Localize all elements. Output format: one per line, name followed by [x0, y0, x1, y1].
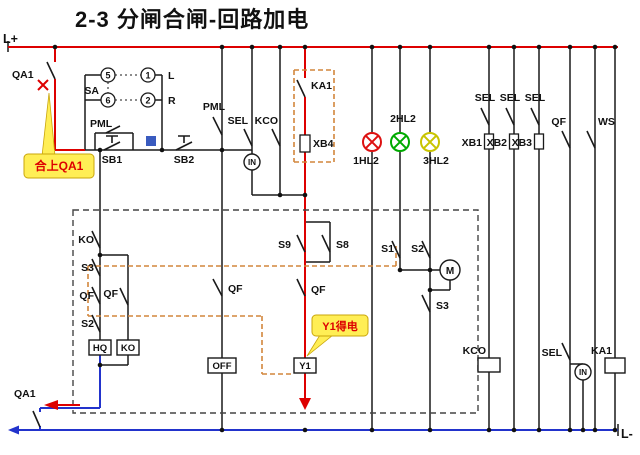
s3-right-label: S3 [436, 300, 449, 312]
callout-y1-box [311, 314, 369, 337]
selector-contact-6: 6 [105, 96, 110, 106]
qf-branch-label: QF [103, 288, 118, 300]
coil-ka1-label: KA1 [591, 345, 612, 357]
s2-left-label: S2 [81, 318, 94, 330]
selector-contact-1: 1 [145, 71, 150, 81]
coil-hq-label: HQ [93, 343, 107, 354]
s2-right-label: S2 [411, 243, 424, 255]
negative-rail-left-arrow [8, 425, 19, 435]
page-title: 2-3 分闸合闸-回路加电 [75, 7, 309, 32]
wiring-positive-red [8, 46, 618, 402]
coil-off [207, 357, 237, 374]
linkage-dashed-orange [87, 69, 397, 375]
selector-sa-label: SA [84, 85, 99, 97]
mechanism-enclosure-dashed-box [72, 209, 479, 414]
qf-topright-label: QF [551, 116, 566, 128]
terminal-xb2 [508, 133, 520, 150]
xb2-label: XB2 [487, 137, 508, 149]
sel-right3-label: SEL [525, 92, 546, 104]
sel-top-label: SEL [228, 115, 249, 127]
xb1-label: XB1 [462, 137, 483, 149]
in-meter-bottom [574, 363, 592, 381]
callout-close-qa1-pointer [41, 92, 56, 157]
selector-dir-r: R [168, 95, 176, 107]
terminal-xb4 [299, 134, 311, 153]
s3-left-label: S3 [81, 262, 94, 274]
coil-kco-label: KCO [463, 345, 486, 357]
in-meter-top [243, 153, 261, 171]
terminal-blocks [299, 133, 545, 153]
coil-boxes [88, 339, 626, 374]
lamp-2hl2-label: 2HL2 [390, 113, 416, 125]
xb3-label: XB3 [512, 137, 533, 149]
pml-parallel-label: PML [90, 118, 113, 130]
ws-label: WS [598, 116, 615, 128]
rail-negative-label: L- [621, 427, 633, 441]
s1-label: S1 [381, 243, 394, 255]
junction-dots [52, 44, 618, 433]
in-top-label: IN [248, 158, 256, 167]
round-devices [243, 153, 592, 381]
callout-y1-energized: Y1得电 [306, 314, 369, 357]
selector-contact-2: 2 [145, 96, 150, 106]
motor-m-label: M [446, 266, 454, 277]
motor-m [439, 259, 461, 281]
callout-close-qa1-box [23, 153, 95, 179]
callout-y1-text: Y1得电 [322, 319, 357, 333]
rail-positive-label: L+ [3, 32, 18, 46]
lamp-3hl2 [420, 132, 440, 152]
breaker-qa1-top-label: QA1 [12, 69, 34, 81]
selector-contact-5: 5 [105, 71, 110, 81]
in-bottom-label: IN [579, 368, 587, 377]
callout-close-qa1: 合上QA1 [23, 92, 95, 179]
callout-close-qa1-text: 合上QA1 [35, 158, 84, 173]
lamp-1hl2-label: 1HL2 [353, 155, 379, 167]
blue-indicator-square [146, 136, 156, 146]
coil-hq [88, 339, 112, 356]
selector-dotted-links [107, 74, 141, 101]
selector-dir-l: L [168, 70, 175, 82]
breaker-qa1-bottom-label: QA1 [14, 388, 36, 400]
ka1-contact-label: KA1 [311, 80, 332, 92]
current-flow-markers [37, 79, 311, 410]
sb2-label: SB2 [174, 154, 195, 166]
sel-right2-label: SEL [500, 92, 521, 104]
coil-ko-label: KO [121, 343, 135, 354]
s9-label: S9 [278, 239, 291, 251]
coil-ka1 [604, 357, 626, 374]
terminal-xb1 [483, 133, 495, 150]
coil-y1-label: Y1 [299, 361, 311, 372]
callout-y1-pointer [306, 334, 335, 357]
qf-off-column-label: QF [228, 283, 243, 295]
pml-column-label: PML [203, 101, 226, 113]
lamp-1hl2 [362, 132, 382, 152]
lamp-2hl2 [390, 132, 410, 152]
xb4-label: XB4 [313, 138, 334, 150]
coil-y1 [293, 357, 317, 374]
sel-right1-label: SEL [475, 92, 496, 104]
kco-top-label: KCO [255, 115, 278, 127]
ko-contact-label: KO [78, 234, 94, 246]
contact-blades [32, 61, 596, 428]
coil-kco [477, 357, 501, 373]
wiring-negative-blue [14, 355, 618, 431]
sb1-label: SB1 [102, 154, 123, 166]
qf-y1-column-label: QF [311, 284, 326, 296]
sel-bottom-label: SEL [542, 347, 563, 359]
coil-ko [116, 339, 140, 356]
qf-left-label: QF [79, 290, 94, 302]
coil-off-label: OFF [213, 361, 232, 372]
s8-label: S8 [336, 239, 349, 251]
lamp-3hl2-label: 3HL2 [423, 155, 449, 167]
terminal-xb3 [533, 133, 545, 150]
